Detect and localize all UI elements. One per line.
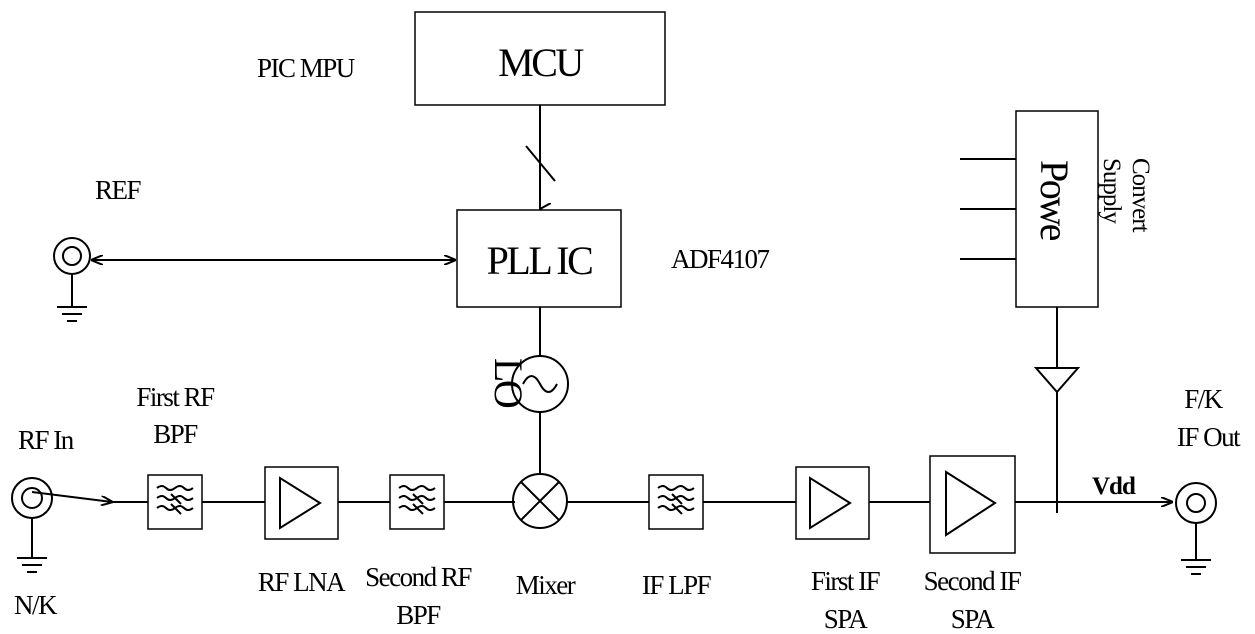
power-label: Powe [1032,160,1077,241]
bus-slash [525,145,556,182]
rf-lna-block [264,466,339,540]
first-if-spa-amplifier-icon [809,476,852,530]
first-if-label: First IF [811,566,881,596]
mcu-block [414,11,666,106]
fk-label: F/K [1184,384,1224,414]
lo-label: LO [486,358,531,408]
nk-label: N/K [14,590,58,620]
ref-label: REF [95,175,142,205]
second-if-spa-label: SPA [951,604,996,634]
first-rf-bpf-label: BPF [153,419,198,449]
mcu-label: MCU [498,40,584,85]
first-if-spa-label: SPA [824,604,869,634]
rf-lna-label: RF LNA [258,567,346,597]
second-rf-label: Second RF [365,562,472,592]
vdd-label: Vdd [1092,473,1136,500]
first-if-spa-block [795,466,870,540]
adf4107-label: ADF4107 [671,244,770,274]
rf-in-connector-icon [11,477,53,573]
first-rf-bpf-block [147,474,203,530]
ref-connector-icon [53,237,91,322]
supply-triangle-icon [1033,367,1081,394]
pll-ic-label: PLL IC [487,238,592,283]
pic-mpu-label: PIC MPU [257,53,355,83]
supply-label: Supply [1098,158,1125,224]
second-rf-bpf-block [389,474,445,530]
second-if-spa-amplifier-icon [945,470,997,537]
second-rf-bpf-label: BPF [396,600,441,630]
pll-ic-block [456,209,622,308]
second-if-label: Second IF [924,566,1022,596]
rf-lna-amplifier-icon [279,476,322,530]
if-lpf-label: IF LPF [642,570,712,600]
first-rf-label: First RF [136,382,215,412]
mixer-label: Mixer [516,570,576,600]
mixer-icon [512,473,568,529]
second-if-spa-block [929,455,1016,554]
rf-in-label: RF In [18,425,75,455]
if-lpf-block [648,474,704,530]
if-out-label: IF Out [1177,422,1241,452]
rf-in-arrow [31,491,112,502]
if-out-connector-icon [1175,482,1217,575]
convert-label: Convert [1127,158,1154,233]
